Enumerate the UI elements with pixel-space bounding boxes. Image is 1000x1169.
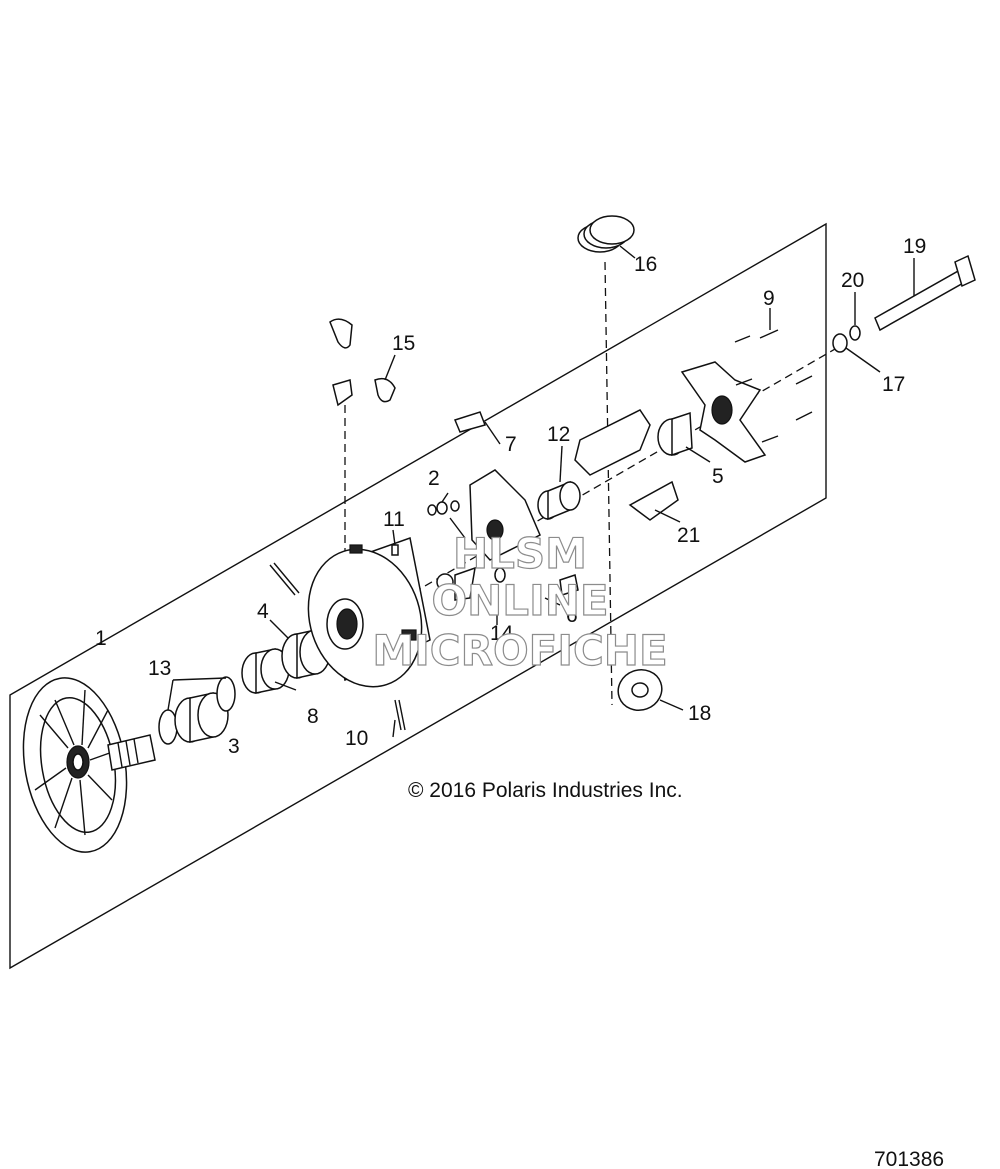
watermark-line-3: MICROFICHE	[372, 626, 667, 675]
callout-8: 8	[307, 705, 319, 728]
callout-21: 21	[677, 524, 700, 547]
callout-5: 5	[712, 465, 724, 488]
watermark: HLSM ONLINE MICROFICHE	[372, 528, 668, 675]
callout-12: 12	[547, 423, 570, 446]
callout-6: 6	[566, 604, 578, 627]
rings-and-bushing-parts	[158, 676, 236, 745]
callout-14: 14	[490, 622, 514, 645]
fastener-parts	[832, 254, 976, 353]
washer-part	[617, 669, 663, 711]
callout-20: 20	[841, 269, 864, 292]
callout-7: 7	[505, 433, 517, 456]
sleeve-part	[537, 480, 581, 521]
pin-parts	[269, 544, 406, 731]
clip-parts	[574, 409, 679, 521]
cover-part	[657, 361, 767, 463]
callout-18: 18	[688, 702, 711, 725]
callout-17: 17	[882, 373, 905, 396]
callout-3: 3	[228, 735, 240, 758]
copyright-text: © 2016 Polaris Industries Inc.	[408, 779, 683, 802]
callout-labels: 1 2 3 4 5 6 7 8 9 10 11 12 13 14 15 16 1…	[95, 235, 926, 758]
spider-parts	[427, 411, 579, 605]
callout-16: 16	[634, 253, 657, 276]
callout-2: 2	[428, 467, 440, 490]
leader-lines	[167, 245, 915, 738]
callout-1: 1	[95, 627, 107, 650]
alignment-lines	[344, 261, 843, 706]
callout-4: 4	[257, 600, 269, 623]
callout-11: 11	[383, 508, 405, 531]
fixed-sheave-part	[22, 677, 156, 853]
assembly-boundary	[9, 222, 827, 970]
watermark-line-1: HLSM	[453, 529, 587, 578]
callout-15: 15	[392, 332, 415, 355]
callout-13: 13	[148, 657, 171, 680]
diagram-number: 701386	[874, 1148, 944, 1169]
cam-arm-parts	[329, 318, 396, 407]
callout-9: 9	[763, 287, 775, 310]
callout-19: 19	[903, 235, 926, 258]
moveable-sheave-part	[307, 537, 431, 688]
watermark-line-2: ONLINE	[431, 576, 608, 625]
callout-10: 10	[345, 727, 368, 750]
spring-part	[577, 215, 635, 253]
bolt-parts	[734, 329, 813, 443]
